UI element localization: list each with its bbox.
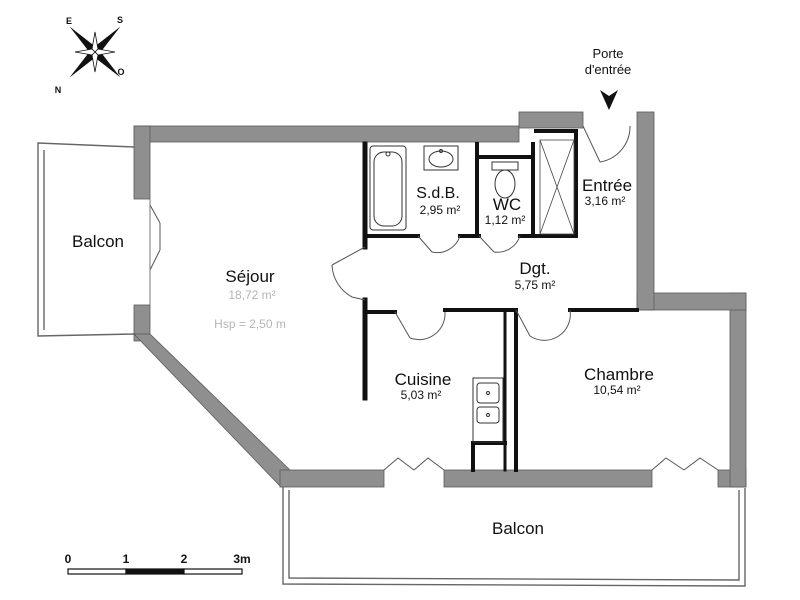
interior-walls <box>362 129 639 472</box>
scale-tick-0: 0 <box>64 552 72 566</box>
kitchen-sink-icon <box>472 377 504 443</box>
balcony-south-name: Balcon <box>492 519 544 538</box>
degagement-name: Dgt. <box>519 259 551 278</box>
balcony-west-name: Balcon <box>72 232 124 251</box>
wc-name: WC <box>492 195 522 214</box>
degagement-area: 5,75 m² <box>514 278 556 292</box>
bathtub-icon <box>369 145 407 231</box>
balcony-west <box>37 142 135 337</box>
exterior-walls <box>133 111 747 488</box>
scale-tick-1: 1 <box>122 552 130 566</box>
entrance-arrow-icon <box>600 90 618 110</box>
chambre-name: Chambre <box>584 365 654 384</box>
compass-icon <box>69 26 121 78</box>
sdb-name: S.d.B. <box>416 185 460 202</box>
sejour-area: 18,72 m² <box>228 288 276 302</box>
door-swings <box>149 125 719 471</box>
closet-icon <box>539 139 575 235</box>
toilet-icon <box>491 161 519 199</box>
cuisine-area: 5,03 m² <box>400 388 442 402</box>
entrance-label: Porte d'entrée <box>584 46 632 77</box>
cuisine-name: Cuisine <box>394 370 452 389</box>
balcony-south <box>282 487 746 587</box>
compass-east-label: E <box>65 16 73 26</box>
chambre-area: 10,54 m² <box>593 383 641 397</box>
sdb-area: 2,95 m² <box>419 203 461 217</box>
sejour-name: Séjour <box>225 267 275 286</box>
entree-name: Entrée <box>581 176 633 195</box>
entree-area: 3,16 m² <box>584 194 626 208</box>
scale-tick-3: 3m <box>233 552 251 566</box>
sejour-ceiling-height: Hsp = 2,50 m <box>214 317 286 331</box>
compass-north-label: N <box>54 85 62 95</box>
sink-icon <box>423 145 459 171</box>
scale-tick-2: 2 <box>180 552 188 566</box>
compass-south-label: S <box>116 15 124 25</box>
wc-area: 1,12 m² <box>484 213 526 227</box>
compass-west-label: O <box>117 67 125 77</box>
scale-bar <box>67 568 243 575</box>
